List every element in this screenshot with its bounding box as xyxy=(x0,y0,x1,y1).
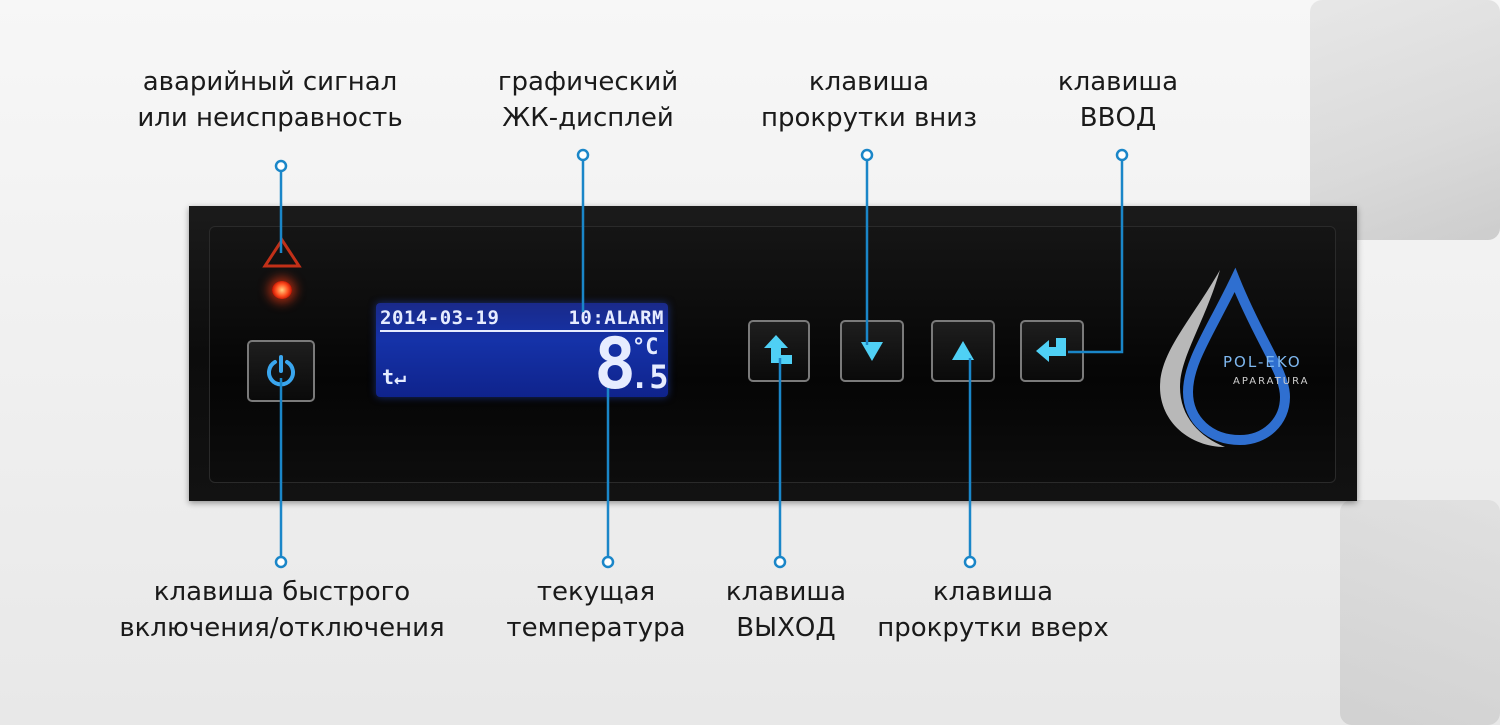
logo-name: POL-EKO xyxy=(1223,353,1302,371)
callout-scroll-down-line2: прокрутки вниз xyxy=(760,103,978,133)
water-drop-logo-icon xyxy=(1160,267,1291,447)
callout-power: клавиша быстрого включения/отключения xyxy=(119,574,444,646)
alarm-leader-dot xyxy=(274,159,288,173)
scroll-up-button[interactable] xyxy=(931,320,995,382)
exit-button[interactable] xyxy=(748,320,810,382)
callout-enter: клавиша ВВОД xyxy=(1058,64,1178,136)
callout-alarm: аварийный сигнал или неисправность xyxy=(137,64,402,136)
callout-power-line1: клавиша быстрого xyxy=(153,577,411,607)
exit-leader-dot xyxy=(773,555,787,569)
callout-display-line2: ЖК-дисплей xyxy=(502,103,674,133)
power-leader-dot xyxy=(274,555,288,569)
scroll-down-button[interactable] xyxy=(840,320,904,382)
scroll-down-leader-dot xyxy=(860,148,874,162)
background-shape xyxy=(1310,0,1500,240)
callout-display-line1: графический xyxy=(497,67,679,97)
power-button[interactable] xyxy=(247,340,315,402)
callout-alarm-line2: или неисправность xyxy=(137,103,403,133)
lcd-display: 2014-03-19 10:ALARM t↵ 8 °C .5 xyxy=(376,303,669,405)
callout-enter-line2: ВВОД xyxy=(1079,103,1157,133)
callout-exit-line1: клавиша xyxy=(725,577,847,607)
exit-arrow-icon xyxy=(764,335,792,364)
lcd-temperature-unit: °C xyxy=(632,335,659,360)
callout-temperature-line1: текущая xyxy=(536,577,656,607)
callout-enter-line1: клавиша xyxy=(1057,67,1179,97)
scroll-up-leader-dot xyxy=(963,555,977,569)
down-triangle-icon xyxy=(861,342,883,361)
power-icon xyxy=(267,355,295,387)
display-leader-dot xyxy=(576,148,590,162)
alarm-triangle-icon xyxy=(262,237,302,268)
callout-temperature-line2: температура xyxy=(506,613,686,643)
callout-temperature: текущая температура xyxy=(506,574,685,646)
callout-exit: клавиша ВЫХОД xyxy=(726,574,846,646)
callout-scroll-up-line2: прокрутки вверх xyxy=(877,613,1109,643)
lcd-temperature-decimal: .5 xyxy=(630,358,669,396)
up-triangle-icon xyxy=(952,341,974,360)
enter-leader-dot xyxy=(1115,148,1129,162)
lcd-header: 2014-03-19 10:ALARM xyxy=(380,307,664,332)
callout-scroll-down: клавиша прокрутки вниз xyxy=(761,64,977,136)
temperature-leader-dot xyxy=(601,555,615,569)
callout-scroll-down-line1: клавиша xyxy=(808,67,930,97)
lcd-status: 10:ALARM xyxy=(568,307,664,329)
lcd-mode-icon: t↵ xyxy=(382,365,407,389)
lcd-date: 2014-03-19 xyxy=(380,307,500,329)
callout-alarm-line1: аварийный сигнал xyxy=(142,67,398,97)
callout-exit-line2: ВЫХОД xyxy=(736,613,836,643)
lcd-temperature-whole: 8 xyxy=(594,323,637,405)
callout-scroll-up-line1: клавиша xyxy=(932,577,1054,607)
callout-display: графический ЖК-дисплей xyxy=(498,64,678,136)
enter-arrow-icon xyxy=(1036,338,1066,362)
callout-scroll-up: клавиша прокрутки вверх xyxy=(877,574,1109,646)
background-shape xyxy=(1340,500,1500,725)
alarm-led xyxy=(272,281,292,299)
enter-button[interactable] xyxy=(1020,320,1084,382)
callout-power-line2: включения/отключения xyxy=(119,613,445,643)
logo-subtitle: APARATURA xyxy=(1233,376,1310,387)
